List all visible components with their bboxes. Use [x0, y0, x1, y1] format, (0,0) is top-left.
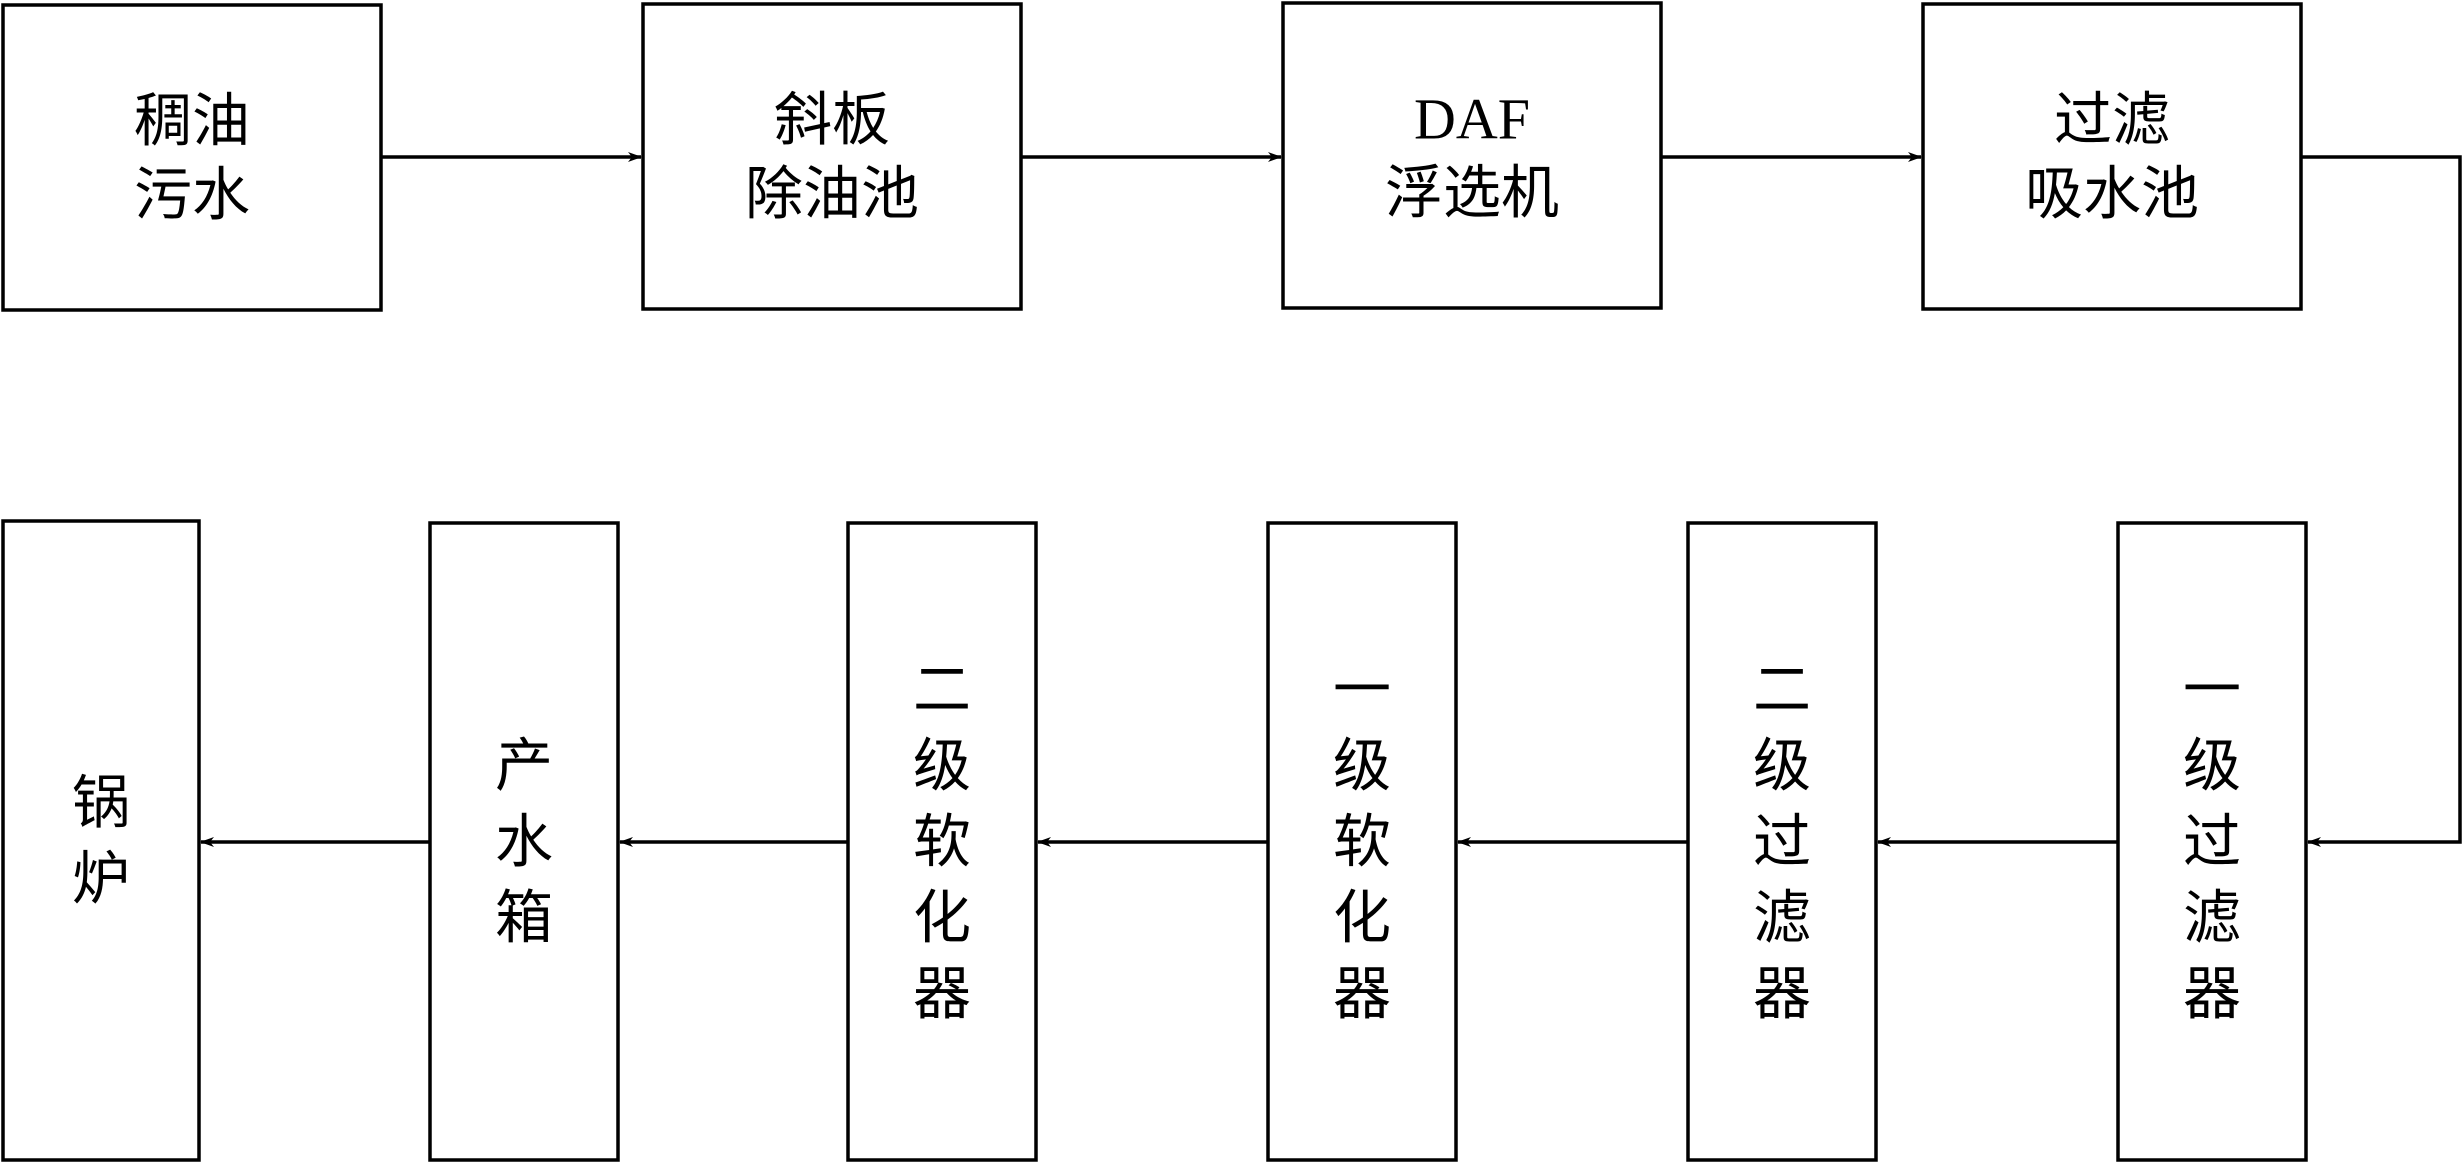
node-box [1921, 2, 2303, 311]
node-label-line: DAF [1414, 87, 1530, 152]
node-label-line: 滤 [2183, 884, 2241, 952]
node-label-line: 一 [2183, 656, 2241, 724]
node-label-line: 二 [913, 656, 971, 724]
node-label-line: 炉 [72, 845, 130, 913]
node-label-line: 级 [1753, 732, 1811, 800]
node-label-line: 一 [1333, 656, 1391, 724]
node-label-line: 级 [913, 732, 971, 800]
node-label-line: 稠油 [134, 87, 250, 155]
node-label-line: 吸水池 [2025, 160, 2199, 228]
node-label-line: 过 [2183, 808, 2241, 876]
node-label-line: 浮选机 [1385, 159, 1559, 227]
node-box [2116, 521, 2308, 1162]
node-label-line: 箱 [495, 884, 553, 952]
node-label-line: 水 [495, 808, 553, 876]
node-box [428, 521, 620, 1162]
node-label-line: 化 [913, 884, 971, 952]
node-label-line: 级 [1333, 732, 1391, 800]
node-label-line: 器 [913, 960, 971, 1028]
node-label-line: 斜板 [774, 86, 890, 154]
node-box [1281, 1, 1663, 310]
node-box [1266, 521, 1458, 1162]
node-label-line: 滤 [1753, 884, 1811, 952]
node-label-line: 二 [1753, 656, 1811, 724]
node-label-line: 过 [1753, 808, 1811, 876]
node-label-line: 过滤 [2054, 86, 2170, 154]
node-label-line: 锅 [72, 769, 130, 837]
node-label-line: 软 [913, 808, 971, 876]
node-daf-flotation-machine: DAF 浮选机 [1281, 1, 1663, 310]
node-label-line: 软 [1333, 808, 1391, 876]
node-box [1686, 521, 1878, 1162]
node-label-line: 器 [1753, 960, 1811, 1028]
flow-arrow-filter-suction-tank-to-primary-filter [2301, 155, 2462, 847]
node-label-line: 化 [1333, 884, 1391, 952]
node-box [1, 3, 383, 312]
node-boiler: 锅炉 [1, 519, 201, 1162]
node-box [1, 519, 201, 1162]
node-label-line: 器 [2183, 960, 2241, 1028]
node-label-line: 器 [1333, 960, 1391, 1028]
node-label-line: 除油池 [745, 160, 919, 228]
node-box [641, 2, 1023, 311]
node-label-line: 产 [495, 732, 553, 800]
node-label-line: 级 [2183, 732, 2241, 800]
node-product-water-tank: 产水箱 [428, 521, 620, 1162]
node-box [846, 521, 1038, 1162]
node-label-line: 污水 [134, 161, 250, 229]
